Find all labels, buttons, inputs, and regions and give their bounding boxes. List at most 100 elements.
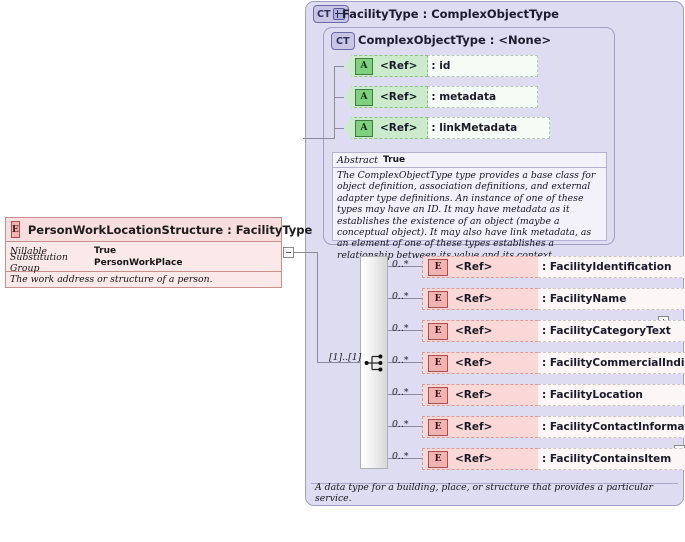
element-ref-label: <Ref> [455,261,493,273]
outer-ct-badge-label: CT [317,8,331,20]
inner-ct-badge-label: CT [336,35,350,47]
attribute-name-area: : id [427,55,539,77]
nillable-row: Nillable True [6,245,281,257]
abstract-key: Abstract [337,154,378,166]
attribute-shape: A <Ref> [344,55,429,77]
cardinality-label: 0..* [392,387,409,398]
facility-type-documentation: A data type for a building, place, or st… [311,482,678,504]
attribute-name-area: : metadata [427,86,539,108]
attribute-row-metadata[interactable]: A <Ref> : metadata [344,86,539,108]
outer-ct-badge[interactable]: CT [313,5,349,23]
element-badge: E [428,450,448,468]
attribute-badge: A [355,57,373,75]
left-connector-line [294,252,305,253]
nillable-key: Nillable [10,245,48,257]
element-name-area: : FacilityName [538,288,685,310]
branch-line-1 [388,266,422,267]
substitution-group-value: PersonWorkPlace [94,258,183,268]
element-ref-area: E <Ref> [422,256,538,278]
child-element-row[interactable]: E <Ref> : FacilityIdentification [422,256,685,278]
element-ref-label: <Ref> [455,453,493,465]
attribute-ref-label: <Ref> [380,122,418,134]
attribute-shape: A <Ref> [344,86,429,108]
substitution-group-key: Substitution Group [10,252,68,274]
left-element-documentation: The work address or structure of a perso… [6,271,281,285]
complex-type-documentation-card: Abstract True The ComplexObjectType type… [332,152,607,261]
sequence-inlet-from-left [305,252,317,253]
element-badge: E [11,221,20,238]
child-element-row[interactable]: E <Ref> : FacilityContainsItem [422,448,685,470]
element-badge: E [428,418,448,436]
element-name-area: : FacilityCommercialIndicator [538,352,685,374]
complex-type-documentation-text: The ComplexObjectType type provides a ba… [337,170,596,261]
attribute-tree-trunk [334,66,335,138]
attribute-ref-label: <Ref> [380,91,418,103]
sequence-inlet-line [317,362,360,363]
element-name-area: : FacilityIdentification [538,256,685,278]
element-name: : FacilityName [542,293,627,305]
attribute-row-linkmetadata[interactable]: A <Ref> : linkMetadata [344,117,551,139]
child-element-row[interactable]: E<Ref> : FacilityContactInformation [422,416,685,438]
element-name: : FacilityContactInformation [542,421,685,433]
inner-ct-badge[interactable]: CT [331,32,355,50]
substitution-group-row: Substitution Group PersonWorkPlace [6,252,281,274]
element-name: : FacilityIdentification [542,261,672,273]
element-name-area: : FacilityContainsItem [538,448,685,470]
collapse-minus-icon[interactable] [283,247,294,258]
left-element-title: PersonWorkLocationStructure : FacilityTy… [27,222,313,237]
child-element-row[interactable]: E<Ref> : FacilityCommercialIndicator [422,352,685,374]
attribute-branch-2 [334,97,344,98]
sequence-icon [364,354,383,372]
element-badge: E [428,354,448,372]
element-badge: E [428,322,448,340]
attribute-name: : metadata [431,91,497,103]
sequence-inlet-trunk [317,252,318,363]
attribute-badge: A [355,88,373,106]
left-element-header: E PersonWorkLocationStructure : Facility… [6,218,312,242]
cardinality-label: 0..* [392,291,409,302]
attribute-branch-3 [334,128,344,129]
element-badge: E [428,386,448,404]
nillable-value: True [94,246,117,256]
element-name: : FacilityCommercialIndicator [542,357,685,369]
element-ref-area: E<Ref> [422,352,538,374]
branch-line-6 [388,426,422,427]
element-name: : FacilityContainsItem [542,453,672,465]
abstract-row: Abstract True [333,153,606,168]
child-element-row[interactable]: E <Ref> : FacilityLocation [422,384,685,406]
branch-line-2 [388,298,422,299]
branch-line-7 [388,458,422,459]
attribute-ref-label: <Ref> [380,60,418,72]
child-element-row[interactable]: E<Ref> : FacilityCategoryText [422,320,685,342]
attribute-branch-1 [334,66,344,67]
element-name-area: : FacilityLocation [538,384,685,406]
element-badge: E [428,258,448,276]
abstract-value: True [383,155,406,165]
branch-line-4 [388,362,422,363]
attribute-badge: A [355,119,373,137]
element-ref-area: E<Ref> [422,416,538,438]
element-ref-area: E<Ref> [422,320,538,342]
sequence-cardinality-label: [1]..[1] [329,352,362,363]
outer-panel-title: FacilityType : ComplexObjectType [342,7,559,21]
branch-line-5 [388,394,422,395]
cardinality-label: 0..* [392,259,409,270]
element-ref-area: E <Ref> [422,384,538,406]
attribute-row-id[interactable]: A <Ref> : id [344,55,539,77]
cardinality-label: 0..* [392,323,409,334]
element-ref-label: <Ref> [455,293,493,305]
element-ref-label: <Ref> [455,389,493,401]
element-name-area: : FacilityContactInformation [538,416,685,438]
child-element-row[interactable]: E <Ref> : FacilityName [422,288,685,310]
person-work-location-structure-card[interactable]: E PersonWorkLocationStructure : Facility… [5,217,312,288]
expand-plus-icon[interactable] [332,8,345,20]
attribute-shape: A <Ref> [344,117,429,139]
element-badge: E [428,290,448,308]
cardinality-label: 0..* [392,355,409,366]
attribute-tree-inlet [303,138,335,139]
attribute-name: : id [431,60,451,72]
element-ref-area: E <Ref> [422,288,538,310]
cardinality-label: 0..* [392,419,409,430]
element-name: : FacilityCategoryText [542,325,671,337]
